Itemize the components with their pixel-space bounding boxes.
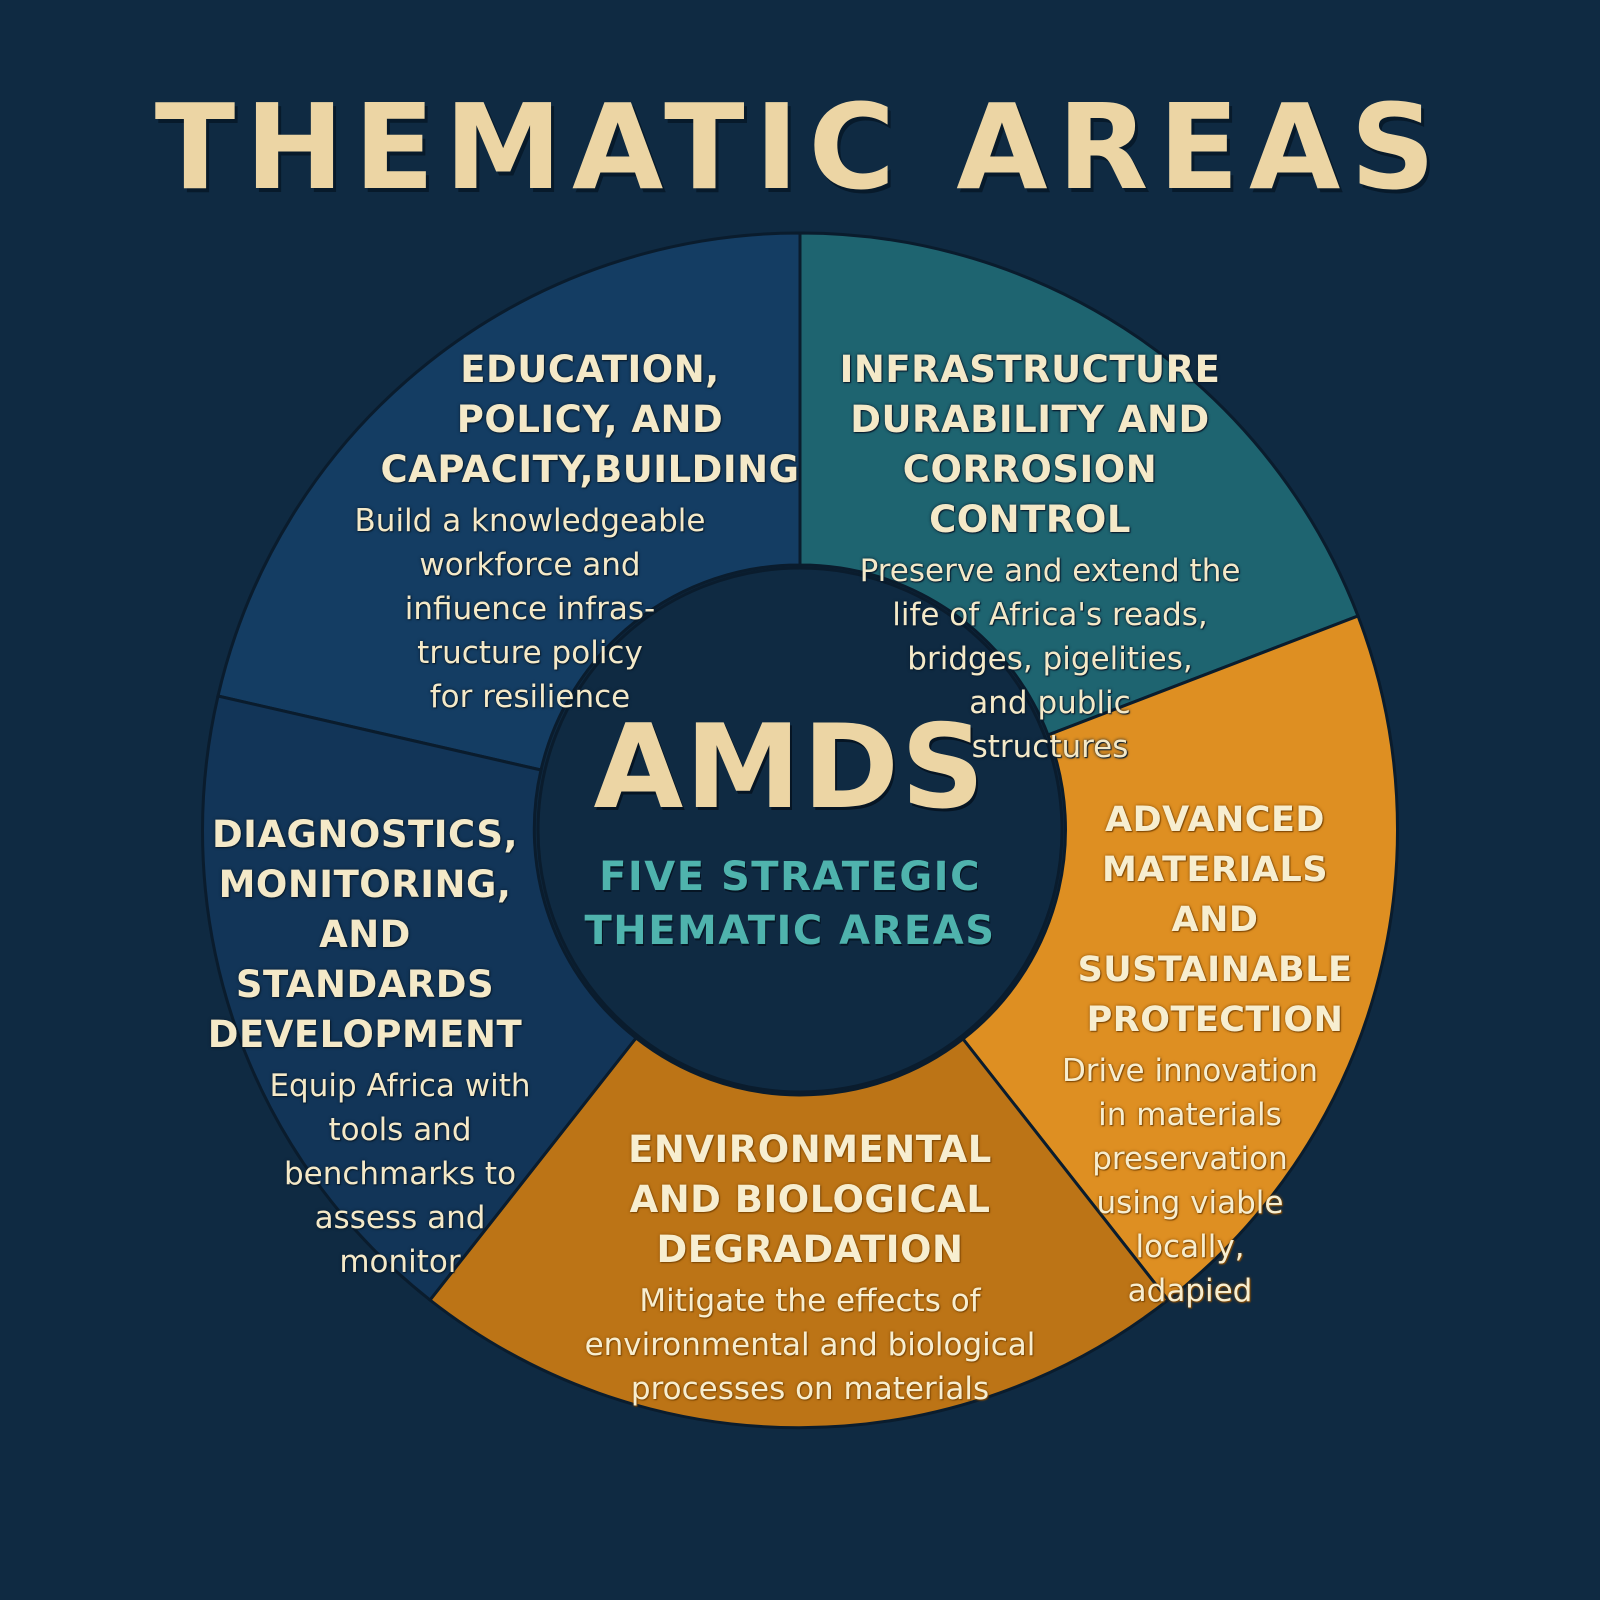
label-diagnostics: DIAGNOSTICS, MONITORING, AND STANDARDS D… [195,810,535,1284]
description-environmental: Mitigate the effects of environmental an… [584,1283,1036,1407]
segment-environmental[interactable] [427,1035,1171,1430]
label-infrastructure: INFRASTRUCTURE DURABILITY AND CORROSION … [800,345,1260,769]
segment-infrastructure[interactable] [798,231,1360,737]
heading-education: EDUCATION, POLICY, AND CAPACITY,BUILDING [380,348,800,491]
heading-diagnostics: DIAGNOSTICS, MONITORING, AND STANDARDS D… [207,813,523,1056]
description-advanced-materials: Drive innovation in materials preservati… [1061,1053,1319,1309]
segment-advanced-materials[interactable] [960,614,1399,1303]
label-environmental: ENVIRONMENTAL AND BIOLOGICAL DEGRADATION… [560,1125,1060,1411]
label-education: EDUCATION, POLICY, AND CAPACITY,BUILDING… [320,345,800,719]
label-advanced-materials: ADVANCED MATERIALS AND SUSTAINABLE PROTE… [1050,795,1380,1313]
heading-advanced-materials: ADVANCED MATERIALS AND SUSTAINABLE PROTE… [1077,800,1353,1040]
description-diagnostics: Equip Africa with tools and benchmarks t… [269,1068,531,1280]
page-title: THEMATIC AREAS [154,78,1446,216]
center-hub [536,566,1064,1094]
heading-environmental: ENVIRONMENTAL AND BIOLOGICAL DEGRADATION [628,1128,992,1271]
heading-infrastructure: INFRASTRUCTURE DURABILITY AND CORROSION … [839,348,1221,541]
description-infrastructure: Preserve and extend the life of Africa's… [859,553,1241,765]
center-subtitle: FIVE STRATEGIC THEMATIC AREAS [584,854,996,954]
description-education: Build a knowledgeable workforce and infi… [354,503,706,715]
segment-education[interactable] [216,231,802,772]
segment-diagnostics[interactable] [201,694,639,1303]
center-acronym: AMDS [593,700,987,835]
